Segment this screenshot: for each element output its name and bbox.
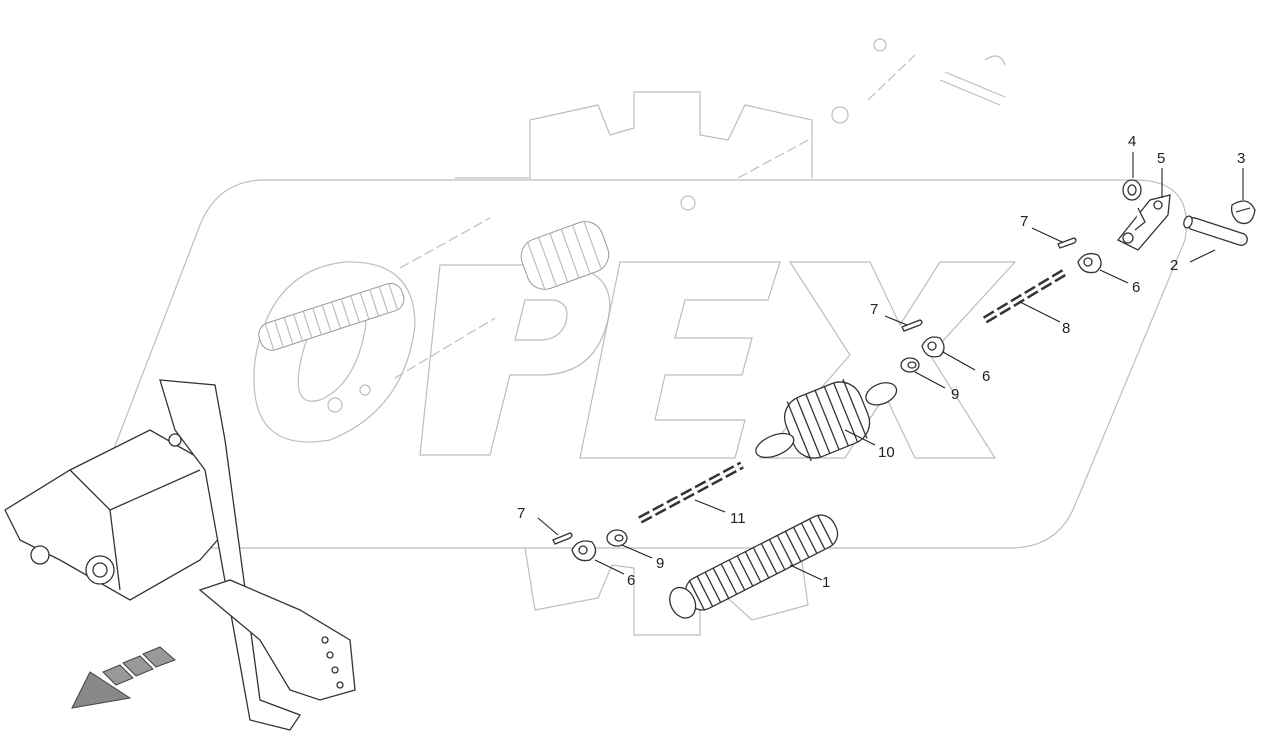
watermark-letter-x xyxy=(758,261,1017,459)
callout-7-middle: 7 xyxy=(870,301,878,318)
callout-9-upper: 9 xyxy=(951,386,959,403)
arrow-head xyxy=(71,671,132,709)
ghost-chain-b xyxy=(394,317,496,379)
frame-lower-arm xyxy=(198,579,356,701)
part-7-cotter-c xyxy=(552,532,573,545)
callout-7-upper: 7 xyxy=(1020,213,1028,230)
part-5-bracket xyxy=(1116,194,1171,251)
part-4-washer xyxy=(1122,179,1142,201)
watermark-letter-p xyxy=(419,264,611,456)
callout-11: 11 xyxy=(730,510,746,527)
watermark-gear-top xyxy=(455,91,813,179)
callout-8: 8 xyxy=(1062,320,1070,337)
ghost-chain-d xyxy=(867,54,916,101)
callout-10: 10 xyxy=(878,444,895,461)
part-9-connector-b xyxy=(606,529,628,547)
callout-9-lower: 9 xyxy=(656,555,664,572)
part-7-cotter-b xyxy=(901,319,923,332)
watermark-letter-o xyxy=(253,261,416,443)
direction-arrow xyxy=(71,646,176,709)
leader-lines xyxy=(537,152,1244,581)
part-9-connector-a xyxy=(900,357,920,373)
part-2-pin xyxy=(1183,215,1248,246)
ghost-assembly xyxy=(258,38,1006,413)
tractor-frame xyxy=(4,379,356,731)
part-1-long-spring xyxy=(669,514,839,619)
watermark-letter-e xyxy=(579,261,781,459)
callout-6-lower: 6 xyxy=(627,572,635,589)
part-8-chain xyxy=(982,268,1068,324)
callout-3: 3 xyxy=(1237,150,1245,167)
callout-6-middle: 6 xyxy=(982,368,990,385)
callout-4: 4 xyxy=(1128,133,1136,150)
ghost-short-spring xyxy=(520,220,610,291)
ghost-chain-c xyxy=(737,137,813,179)
part-11-chain xyxy=(638,461,744,524)
ghost-long-spring xyxy=(258,282,405,351)
callout-7-lower: 7 xyxy=(517,505,525,522)
watermark-banner xyxy=(94,179,1187,549)
part-3-clip xyxy=(1230,200,1256,225)
part-6-shackle-c xyxy=(571,540,597,562)
callout-1: 1 xyxy=(822,574,830,591)
callout-5: 5 xyxy=(1157,150,1165,167)
watermark-gear-bottom xyxy=(524,547,809,636)
ghost-chain-a xyxy=(399,217,491,269)
frame-upright xyxy=(159,379,301,731)
callout-6-upper: 6 xyxy=(1132,279,1140,296)
part-6-shackle-b xyxy=(921,336,945,358)
callout-2: 2 xyxy=(1170,257,1178,274)
part-1-chain xyxy=(837,464,921,506)
part-10-short-spring xyxy=(755,378,898,462)
part-6-shackle-a xyxy=(1077,252,1102,274)
part-7-cotter-a xyxy=(1057,237,1077,249)
callouts: 1 2 3 4 5 6 6 6 7 7 7 8 9 9 10 11 xyxy=(517,133,1245,591)
